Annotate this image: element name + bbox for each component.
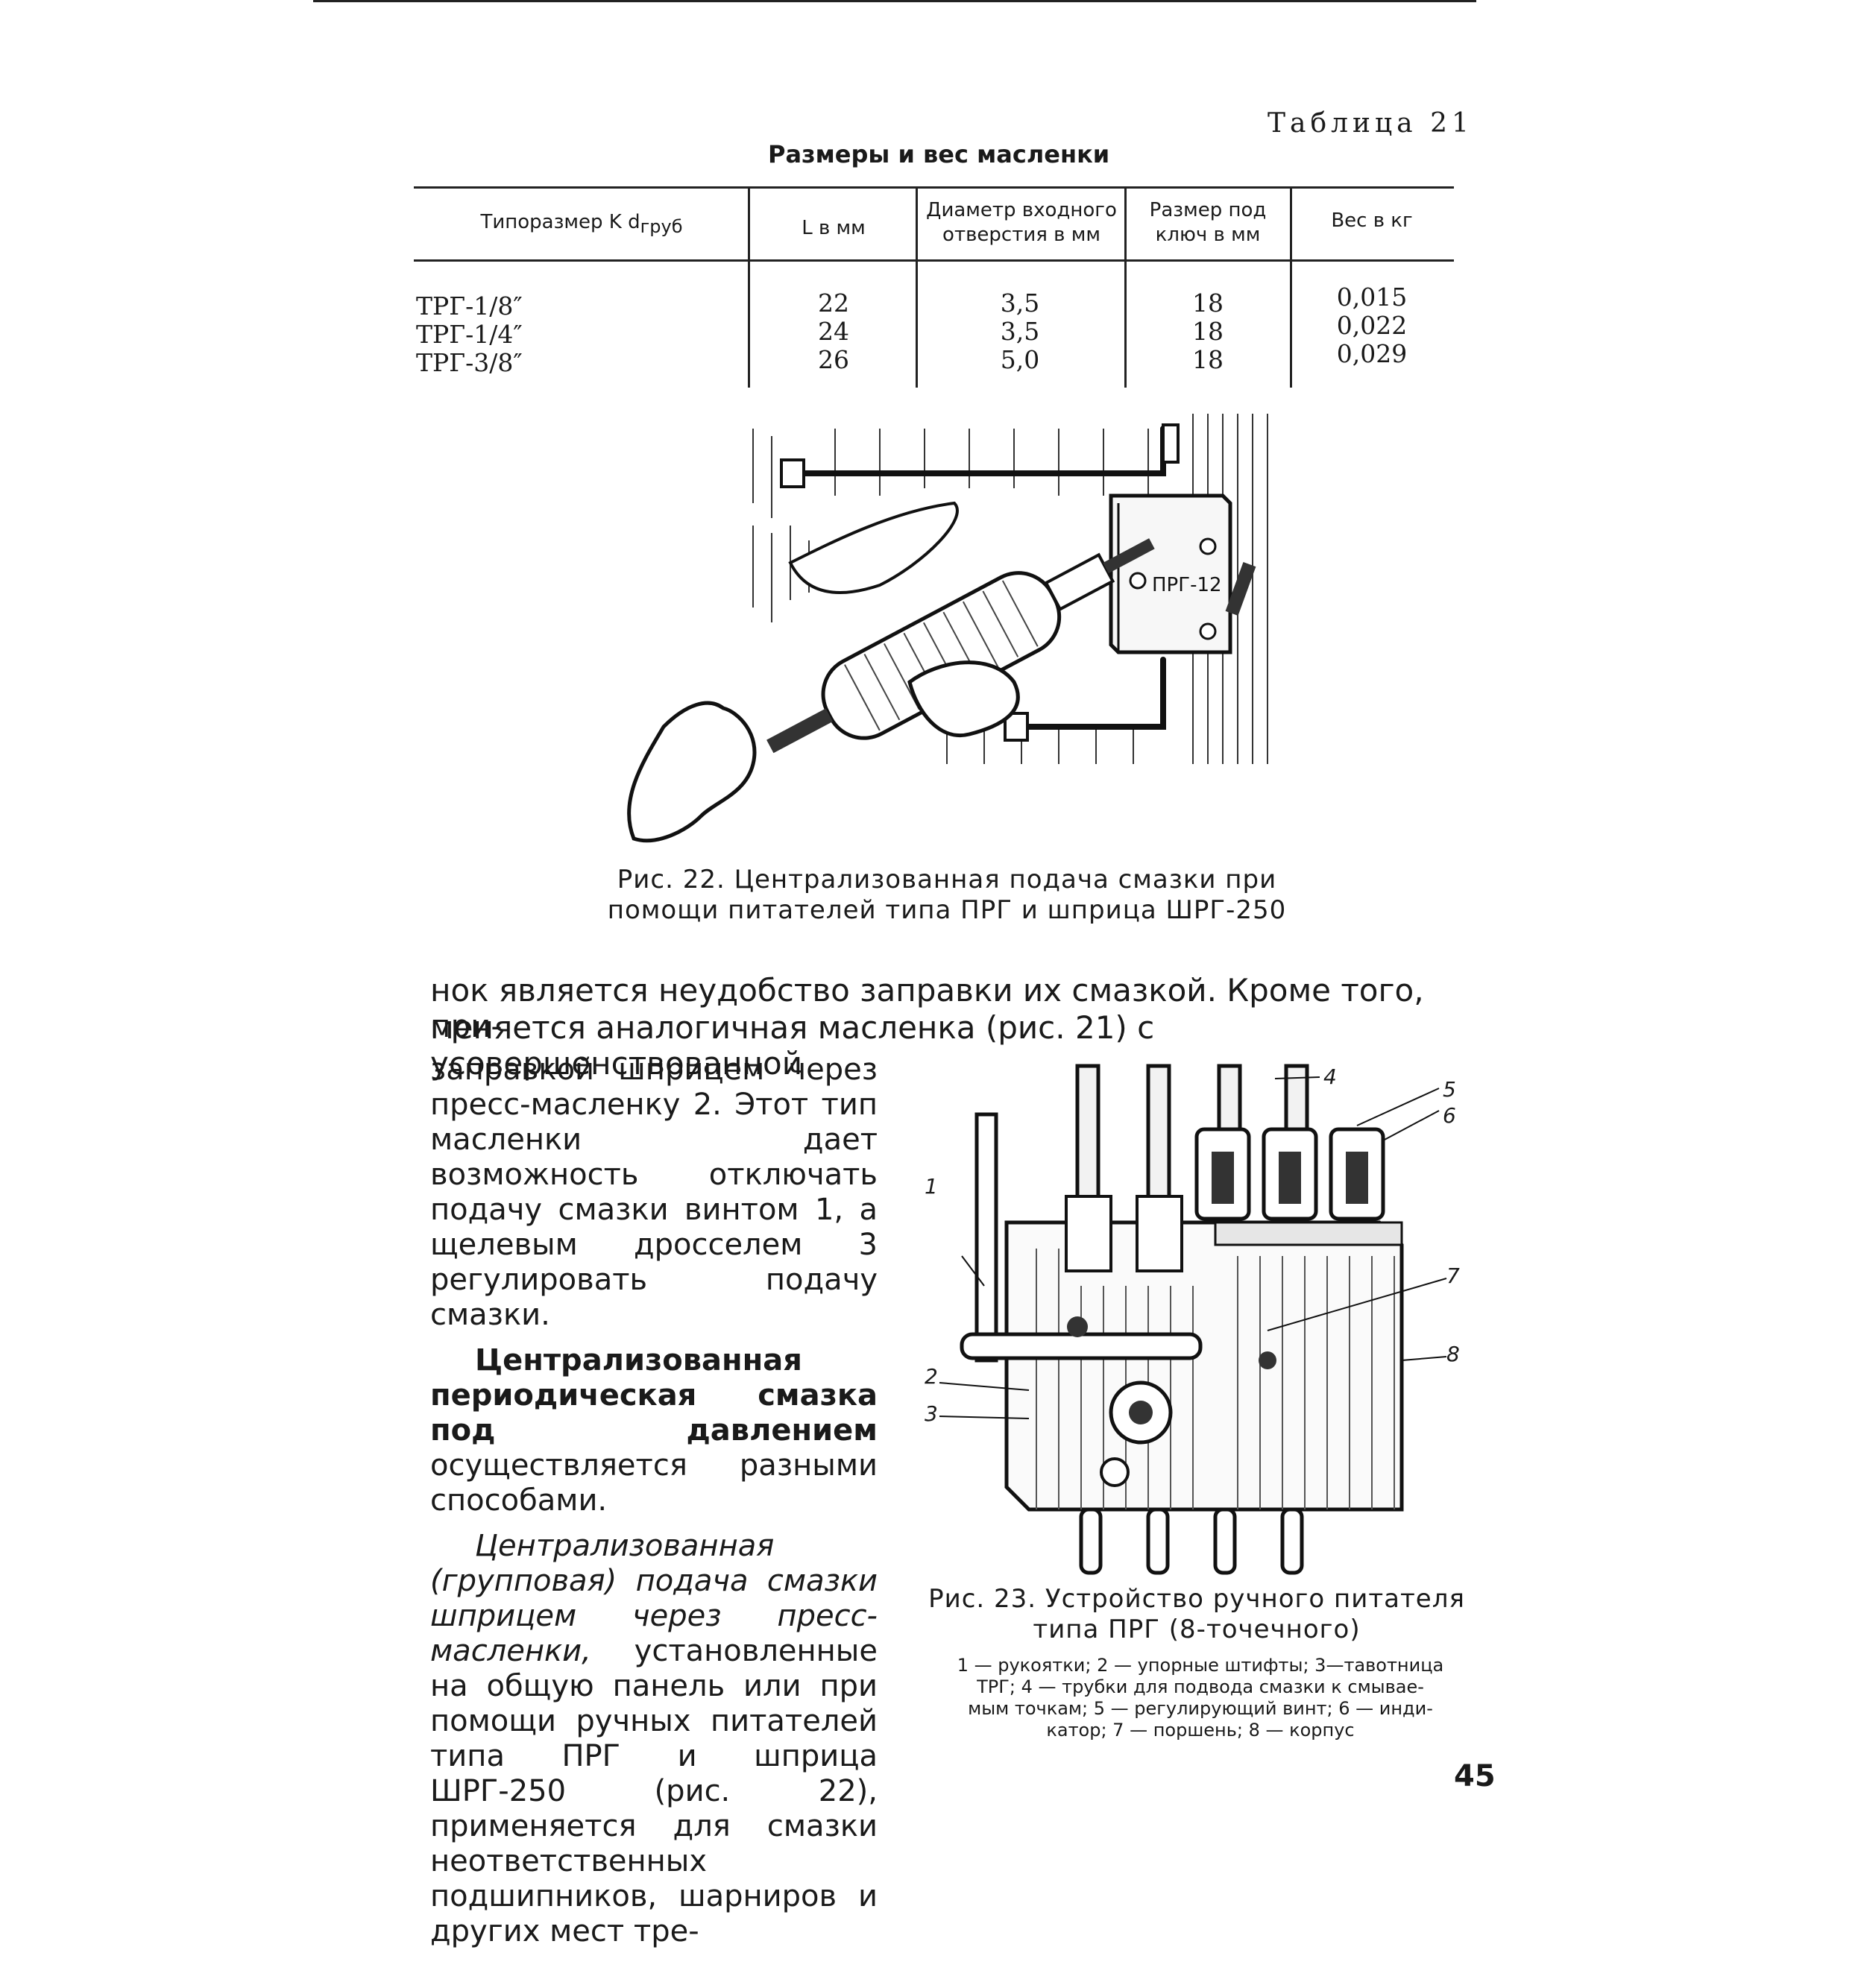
table-header-rule (414, 259, 1454, 262)
figure-23-callout-2: 2 (925, 1364, 938, 1389)
table-cell-length: 22 (818, 288, 849, 318)
table-cell-diameter: 3,5 (1000, 317, 1040, 346)
paragraph: Централизованная (групповая) подача смаз… (430, 1529, 878, 1948)
table-col-divider (916, 186, 918, 388)
figure-23-legend-line: катор; 7 — поршень; 8 — корпус (1046, 1720, 1355, 1741)
left-column-text: заправкой шприцем через пресс-масленку 2… (430, 1053, 878, 1960)
figure-22-illustration: ПРГ-12 (627, 414, 1268, 843)
figure-22-plate-text: ПРГ-12 (1152, 574, 1222, 596)
figure-23-callout-7: 7 (1446, 1263, 1460, 1288)
figure-22-caption-line: помощи питателей типа ПРГ и шприца ШРГ-2… (607, 894, 1287, 925)
figure-23-callout-1: 1 (925, 1174, 938, 1199)
table-top-rule (414, 186, 1454, 189)
figure-23-legend-line: 1 — рукоятки; 2 — упорные штифты; 3—таво… (957, 1655, 1444, 1676)
figure-23-caption-line: Рис. 23. Устройство ручного питателя (928, 1584, 1465, 1614)
table-cell-diameter: 3,5 (1000, 288, 1040, 318)
table-cell-key-size: 18 (1192, 345, 1224, 374)
table-cell-weight: 0,015 (1336, 283, 1408, 312)
table-header-diameter: Диаметр входного отверстия в мм (926, 199, 1117, 246)
table-cell-key-size: 18 (1192, 288, 1224, 318)
table-header-length: L в мм (802, 217, 866, 239)
figure-22-caption: Рис. 22. Централизованная подача смазки … (596, 865, 1297, 926)
figure-23-callout-8: 8 (1446, 1342, 1460, 1366)
figure-23-legend-line: ТРГ; 4 — трубки для подвода смазки к смы… (977, 1676, 1424, 1697)
figure-23-callout-5: 5 (1443, 1077, 1456, 1102)
figure-23-caption: Рис. 23. Устройство ручного питателя тип… (925, 1584, 1469, 1645)
paragraph: Централизованная периодическая смазка по… (430, 1343, 878, 1518)
table-cell-diameter: 5,0 (1000, 345, 1040, 374)
paragraph: заправкой шприцем через пресс-масленку 2… (430, 1053, 878, 1332)
page-number: 45 (1454, 1759, 1496, 1793)
table-cell-type: ТРГ-1/4″ (416, 320, 523, 349)
table-label: Таблица 21 (1268, 108, 1473, 139)
table-cell-type: ТРГ-1/8″ (416, 291, 523, 321)
table-cell-key-size: 18 (1192, 317, 1224, 346)
table-title: Размеры и вес масленки (768, 140, 1110, 168)
table-header-weight: Вес в кг (1331, 209, 1413, 232)
figure-23-callout-4: 4 (1323, 1064, 1337, 1089)
table-cell-type: ТРГ-3/8″ (416, 348, 523, 377)
figure-22-caption-line: Рис. 22. Централизованная подача смазки … (617, 865, 1277, 894)
figure-23-callout-3: 3 (925, 1401, 938, 1426)
table-col-divider (748, 186, 750, 388)
table-col-divider (1124, 186, 1127, 388)
figure-23-caption-line: типа ПРГ (8-точечного) (1033, 1614, 1361, 1644)
figure-23-legend-line: мым точкам; 5 — регулирующий винт; 6 — и… (968, 1698, 1433, 1719)
table-header-type: Типоразмер K dгруб (480, 211, 683, 238)
table-cell-length: 26 (818, 345, 849, 374)
table-col-divider (1290, 186, 1292, 388)
figure-23-legend: 1 — рукоятки; 2 — упорные штифты; 3—таво… (932, 1655, 1469, 1741)
body-line: меняется аналогичная масленка (рис. 21) … (430, 1009, 1155, 1082)
figure-23-callout-6: 6 (1443, 1103, 1456, 1128)
table-cell-length: 24 (818, 317, 849, 346)
top-rule (313, 0, 1476, 2)
body-line: нок является неудобство заправки их смаз… (430, 972, 1424, 1044)
table-header-key-size: Размер под ключ в мм (1149, 199, 1267, 246)
table-cell-weight: 0,022 (1336, 311, 1408, 340)
figure-23-illustration (939, 1064, 1447, 1575)
table-cell-weight: 0,029 (1336, 339, 1408, 368)
